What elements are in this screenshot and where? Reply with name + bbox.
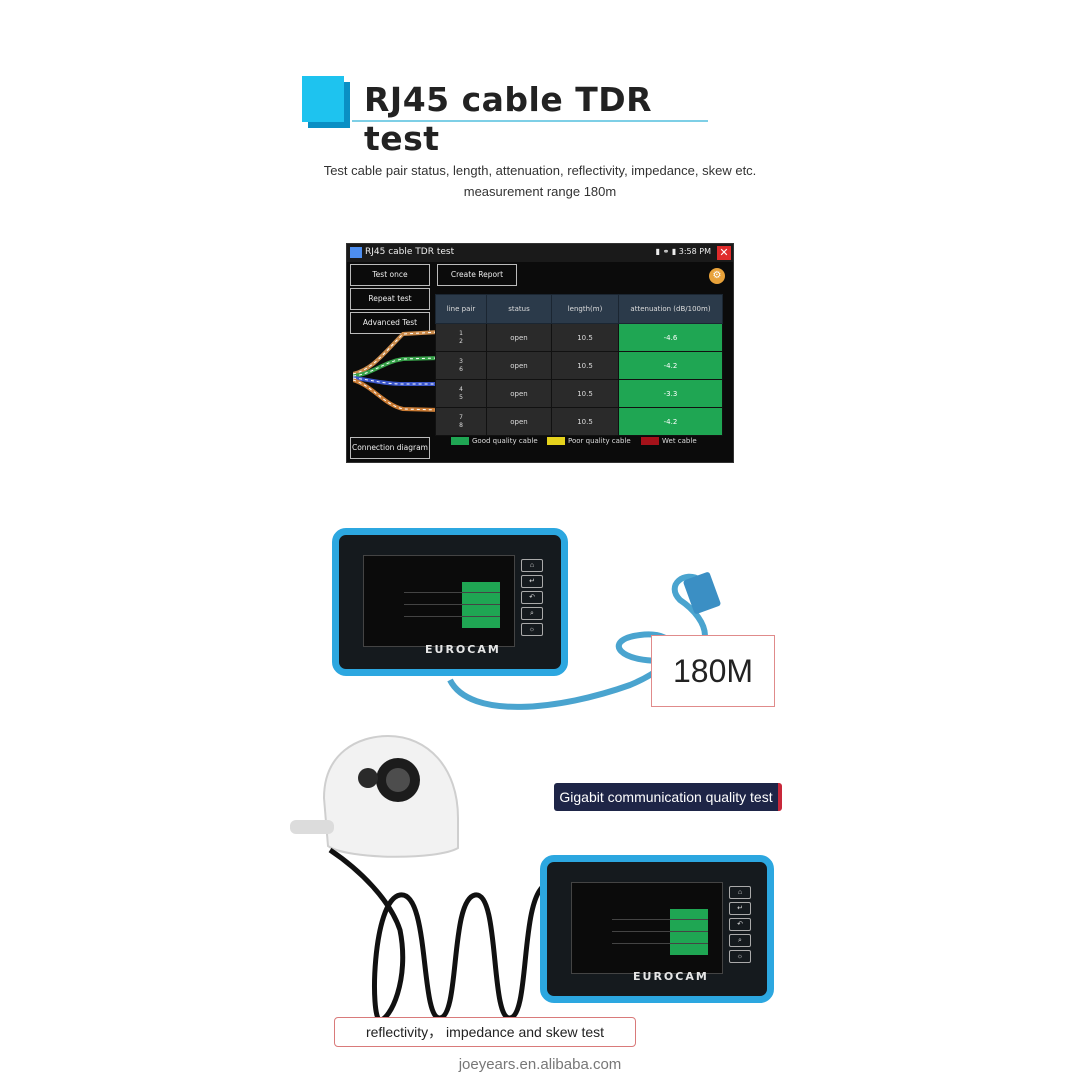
window-title: RJ45 cable TDR test xyxy=(365,247,455,257)
twisted-pair-illustration xyxy=(353,330,439,412)
pair-wire-b: 6 xyxy=(459,365,463,373)
mini-green-cells xyxy=(462,582,500,628)
mini-row xyxy=(612,943,708,944)
zoom-icon[interactable]: ⌕ xyxy=(729,934,751,947)
legend-good: Good quality cable xyxy=(451,437,538,445)
legend-poor: Poor quality cable xyxy=(547,437,631,445)
attenuation-cell: -4.2 xyxy=(618,351,723,380)
back-icon[interactable]: ↶ xyxy=(729,918,751,931)
title-underline xyxy=(352,120,708,122)
home-icon[interactable]: ⌂ xyxy=(521,559,543,572)
create-report-button[interactable]: Create Report xyxy=(437,264,517,286)
enter-icon[interactable]: ↵ xyxy=(729,902,751,915)
pair-wire-a: 4 xyxy=(459,385,463,393)
subtitle-line-2: measurement range 180m xyxy=(463,184,617,199)
mini-row xyxy=(404,616,500,617)
legend-swatch-wet xyxy=(641,437,659,445)
legend-label: Wet cable xyxy=(662,437,697,445)
mini-row xyxy=(612,931,708,932)
advanced-test-button[interactable]: Advanced Test xyxy=(350,312,430,334)
light-icon[interactable]: ☼ xyxy=(729,950,751,963)
status-cell: open xyxy=(486,379,552,408)
legend-swatch-good xyxy=(451,437,469,445)
length-cell: 10.5 xyxy=(551,323,619,352)
zoom-icon[interactable]: ⌕ xyxy=(521,607,543,620)
legend-label: Good quality cable xyxy=(472,437,538,445)
status-cell: open xyxy=(486,323,552,352)
attenuation-cell: -4.6 xyxy=(618,323,723,352)
status-bar: ▮ ⚭ ▮ 3:58 PM xyxy=(655,247,711,256)
length-cell: 10.5 xyxy=(551,407,619,436)
length-cell: 10.5 xyxy=(551,351,619,380)
column-header: line pair xyxy=(435,294,487,324)
range-callout: 180M xyxy=(651,635,775,707)
pair-wire-b: 8 xyxy=(459,421,463,429)
window-titlebar: RJ45 cable TDR test ▮ ⚭ ▮ 3:58 PM ✕ xyxy=(347,244,733,262)
legend-wet: Wet cable xyxy=(641,437,697,445)
pair-wire-b: 2 xyxy=(459,337,463,345)
device-brand: EUROCAM xyxy=(633,970,709,983)
connection-diagram-button[interactable]: Connection diagram xyxy=(350,437,430,459)
tester-device-2: ⌂ ↵ ↶ ⌕ ☼ EUROCAM xyxy=(540,855,774,1003)
footer-watermark: joeyears.en.alibaba.com xyxy=(458,1056,622,1073)
device-brand: EUROCAM xyxy=(425,643,501,656)
legend-swatch-poor xyxy=(547,437,565,445)
status-cell: open xyxy=(486,407,552,436)
tester-screen: RJ45 cable TDR test ▮ ⚭ ▮ 3:58 PM ✕ Test… xyxy=(346,243,734,463)
column-header: attenuation (dB/100m) xyxy=(618,294,723,324)
close-icon[interactable]: ✕ xyxy=(717,246,731,260)
gigabit-callout: Gigabit communication quality test xyxy=(554,783,782,811)
title-accent-square xyxy=(302,76,344,122)
clock: 3:58 PM xyxy=(678,247,711,256)
attenuation-cell: -4.2 xyxy=(618,407,723,436)
column-header: status xyxy=(486,294,552,324)
dome-camera-illustration xyxy=(290,734,459,858)
pair-wire-a: 3 xyxy=(459,357,463,365)
test-once-button[interactable]: Test once xyxy=(350,264,430,286)
status-cell: open xyxy=(486,351,552,380)
mini-row xyxy=(404,604,500,605)
home-icon[interactable]: ⌂ xyxy=(729,886,751,899)
mini-row xyxy=(404,592,500,593)
reflectivity-callout: reflectivity， impedance and skew test xyxy=(334,1017,636,1047)
light-icon[interactable]: ☼ xyxy=(521,623,543,636)
mini-green-cells xyxy=(670,909,708,955)
column-header: length(m) xyxy=(551,294,619,324)
tdr-results-table: line pair status length(m) attenuation (… xyxy=(435,294,723,436)
enter-icon[interactable]: ↵ xyxy=(521,575,543,588)
blue-network-cable xyxy=(447,572,721,710)
subtitle-line-1: Test cable pair status, length, attenuat… xyxy=(323,163,757,178)
black-coiled-cable xyxy=(328,847,547,1023)
pair-wire-b: 5 xyxy=(459,393,463,401)
repeat-test-button[interactable]: Repeat test xyxy=(350,288,430,310)
table-header-row: line pair status length(m) attenuation (… xyxy=(435,294,723,324)
attenuation-cell: -3.3 xyxy=(618,379,723,408)
section-title-block: RJ45 cable TDR test xyxy=(300,74,720,158)
mini-row xyxy=(612,919,708,920)
legend-label: Poor quality cable xyxy=(568,437,631,445)
device-screen xyxy=(571,882,723,974)
page-title: RJ45 cable TDR test xyxy=(364,80,653,158)
app-icon xyxy=(350,247,362,258)
pair-wire-a: 1 xyxy=(459,329,463,337)
gear-icon[interactable]: ⚙ xyxy=(709,268,725,284)
device-screen xyxy=(363,555,515,647)
back-icon[interactable]: ↶ xyxy=(521,591,543,604)
tester-device-1: ⌂ ↵ ↶ ⌕ ☼ EUROCAM xyxy=(332,528,568,676)
length-cell: 10.5 xyxy=(551,379,619,408)
pair-wire-a: 7 xyxy=(459,413,463,421)
